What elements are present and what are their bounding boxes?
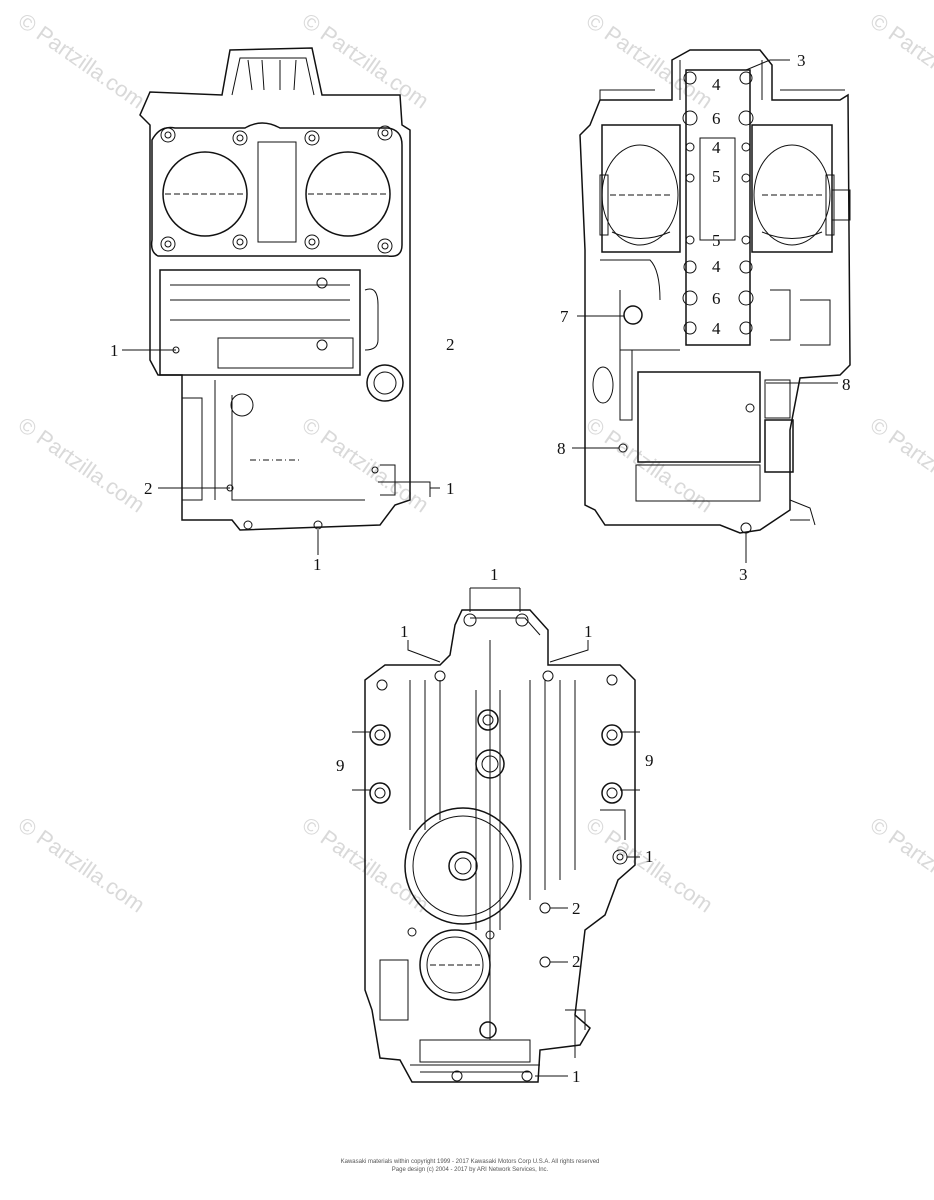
callout-bottom-1a: 1: [490, 565, 499, 584]
copyright-line-2: Page design (c) 2004 - 2017 by ARI Netwo…: [391, 1167, 549, 1173]
callout-right-5a: 5: [712, 167, 721, 186]
crankcase-upper-icon: [139, 47, 411, 531]
callout-bottom-1e: 1: [572, 1067, 581, 1086]
callout-right-8a: 8: [842, 375, 851, 394]
callout-left-1a: 1: [110, 341, 119, 360]
left-leader-lines: [122, 349, 440, 555]
callout-right-4a: 4: [712, 75, 721, 94]
callout-left-2a: 2: [446, 335, 455, 354]
callout-right-3a: 3: [797, 51, 806, 70]
callout-right-8b: 8: [557, 439, 566, 458]
crankcase-lower-icon: [579, 49, 851, 534]
callout-left-2b: 2: [144, 479, 153, 498]
callout-bottom-1c: 1: [584, 622, 593, 641]
callout-bottom-9a: 9: [336, 756, 345, 775]
callout-left-1c: 1: [313, 555, 322, 574]
callout-right-3b: 3: [739, 565, 748, 584]
callout-right-6b: 6: [712, 289, 721, 308]
callout-right-7: 7: [560, 307, 569, 326]
callout-left-1b: 1: [446, 479, 455, 498]
callout-right-6a: 6: [712, 109, 721, 128]
callout-right-4d: 4: [712, 319, 721, 338]
crankcase-side-icon: [364, 609, 636, 1083]
callout-bottom-9b: 9: [645, 751, 654, 770]
bottom-leader-lines: [352, 587, 640, 1077]
callout-bottom-2a: 2: [572, 899, 581, 918]
callout-right-4c: 4: [712, 257, 721, 276]
callout-right-5b: 5: [712, 231, 721, 250]
callout-bottom-2b: 2: [572, 952, 581, 971]
callout-right-4b: 4: [712, 138, 721, 157]
copyright-line-1: Kawasaki materials within copyright 1999…: [340, 1159, 600, 1165]
callout-bottom-1d: 1: [645, 847, 654, 866]
right-leader-lines: [572, 59, 838, 563]
copyright-notice: Kawasaki materials within copyright 1999…: [240, 1158, 700, 1174]
callout-bottom-1b: 1: [400, 622, 409, 641]
